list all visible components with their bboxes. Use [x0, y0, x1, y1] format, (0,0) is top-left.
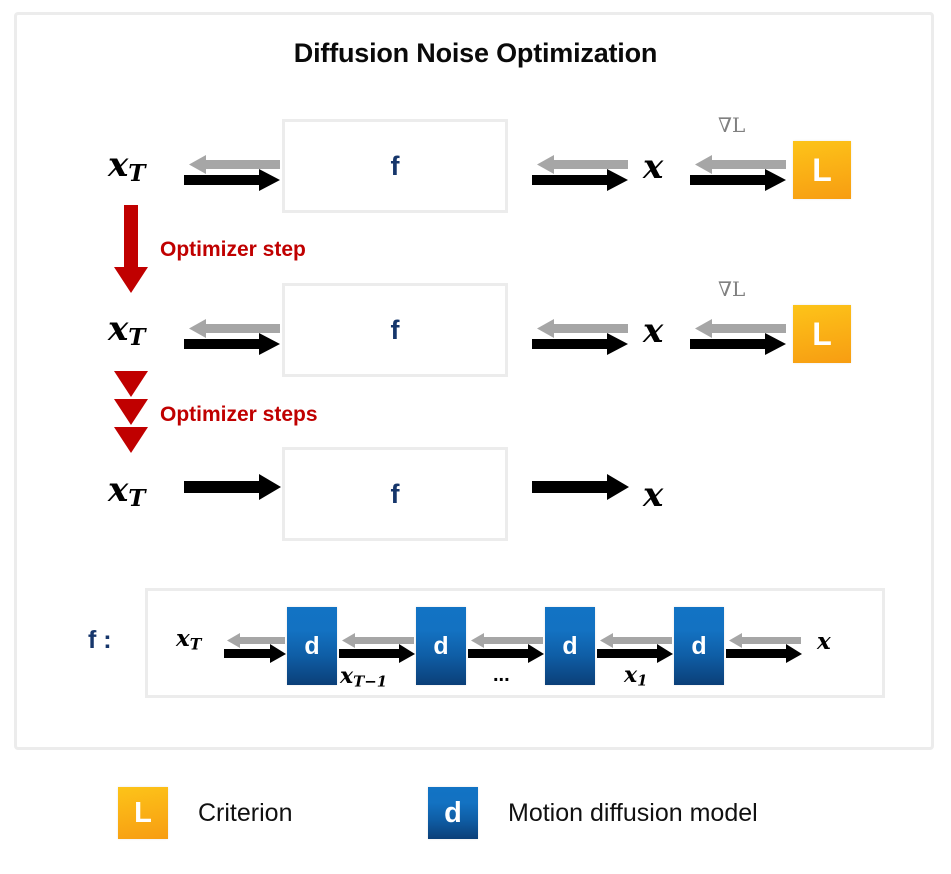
forward-arrow-icon	[532, 474, 629, 500]
row-1-criterion-label: L	[812, 152, 832, 188]
row-2-f-label: f	[390, 314, 400, 345]
row-1-arrow-pair-right	[532, 155, 628, 191]
legend: L Criterion d Motion diffusion model	[0, 780, 951, 860]
row-2-criterion-box: L	[793, 305, 851, 363]
f-expansion-arrow-pair-4	[726, 633, 802, 663]
row-1-gradient-label: ∇L	[718, 113, 746, 137]
forward-arrow-icon	[690, 169, 786, 191]
optimizer-steps-chevrons-icon	[114, 371, 148, 453]
f-expansion-block-label: d	[304, 631, 320, 660]
row-3-f-box: f	[282, 447, 508, 541]
row-2-arrow-pair-criterion	[690, 319, 786, 355]
backward-arrow-icon	[537, 319, 628, 338]
f-expansion-output-label: x	[817, 628, 831, 655]
f-expansion-arrow-pair-1	[339, 633, 415, 663]
backward-arrow-icon	[537, 155, 628, 174]
row-2-gradient-label: ∇L	[718, 277, 746, 301]
f-expansion-intermediate-0: xT−1	[340, 663, 388, 691]
legend-criterion-swatch: L	[118, 787, 168, 839]
legend-diffusion-label: Motion diffusion model	[508, 798, 758, 827]
page-title: Diffusion Noise Optimization	[293, 38, 658, 68]
f-expansion-arrow-pair-2	[468, 633, 544, 663]
row-2-f-box: f	[282, 283, 508, 377]
forward-arrow-icon	[184, 474, 281, 500]
f-expansion-block-label: d	[691, 631, 707, 660]
optimizer-steps-label: Optimizer steps	[160, 403, 318, 426]
row-1-output-label: x	[643, 147, 664, 187]
row-2-output-label: x	[643, 311, 664, 351]
f-expansion-input-label: xT	[176, 625, 202, 654]
f-expansion-intermediate-2: x1	[624, 662, 648, 690]
f-expansion-block-2: d	[545, 607, 595, 685]
legend-criterion-label: Criterion	[198, 798, 293, 827]
forward-arrow-icon	[184, 169, 280, 191]
legend-item-criterion: L Criterion	[118, 787, 292, 839]
backward-arrow-icon	[189, 155, 280, 174]
optimizer-step-label: Optimizer step	[160, 238, 306, 261]
forward-arrow-icon	[224, 644, 286, 663]
backward-arrow-icon	[471, 633, 543, 648]
row-1-f-box: f	[282, 119, 508, 213]
optimizer-step-arrow-icon	[114, 205, 148, 293]
f-expansion-block-label: d	[562, 631, 578, 660]
row-1-f-label: f	[390, 150, 400, 181]
row-3-f-label: f	[390, 478, 400, 509]
legend-diffusion-glyph: d	[444, 796, 462, 829]
backward-arrow-icon	[342, 633, 414, 648]
backward-arrow-icon	[729, 633, 801, 648]
row-1-arrow-pair-criterion	[690, 155, 786, 191]
row-2-criterion-label: L	[812, 316, 832, 352]
forward-arrow-icon	[726, 644, 802, 663]
row-1-criterion-box: L	[793, 141, 851, 199]
f-expansion-block-label: d	[433, 631, 449, 660]
row-3-noise-label: xT	[108, 470, 146, 513]
backward-arrow-icon	[600, 633, 672, 648]
backward-arrow-icon	[695, 155, 786, 174]
forward-arrow-icon	[532, 333, 628, 355]
row-2-arrow-pair-left	[184, 319, 280, 355]
f-expansion-arrow-pair-0	[224, 633, 286, 663]
f-expansion-label: f :	[88, 626, 112, 654]
forward-arrow-icon	[597, 644, 673, 663]
f-expansion-block-1: d	[416, 607, 466, 685]
row-3-output-label: x	[643, 475, 664, 515]
backward-arrow-icon	[189, 319, 280, 338]
forward-arrow-icon	[184, 333, 280, 355]
f-expansion-block-0: d	[287, 607, 337, 685]
row-1-noise-label: xT	[108, 145, 146, 188]
forward-arrow-icon	[468, 644, 544, 663]
legend-diffusion-swatch: d	[428, 787, 478, 839]
f-expansion-block-3: d	[674, 607, 724, 685]
legend-criterion-glyph: L	[134, 796, 152, 829]
forward-arrow-icon	[690, 333, 786, 355]
backward-arrow-icon	[695, 319, 786, 338]
forward-arrow-icon	[532, 169, 628, 191]
row-3-arrow-right	[532, 474, 629, 500]
f-expansion-ellipsis: ...	[493, 664, 510, 686]
legend-item-diffusion: d Motion diffusion model	[428, 787, 758, 839]
row-1-arrow-pair-left	[184, 155, 280, 191]
forward-arrow-icon	[339, 644, 415, 663]
row-3-arrow-left	[184, 474, 281, 500]
row-2-noise-label: xT	[108, 309, 146, 352]
backward-arrow-icon	[227, 633, 285, 648]
f-expansion-arrow-pair-3	[597, 633, 673, 663]
row-2-arrow-pair-right	[532, 319, 628, 355]
